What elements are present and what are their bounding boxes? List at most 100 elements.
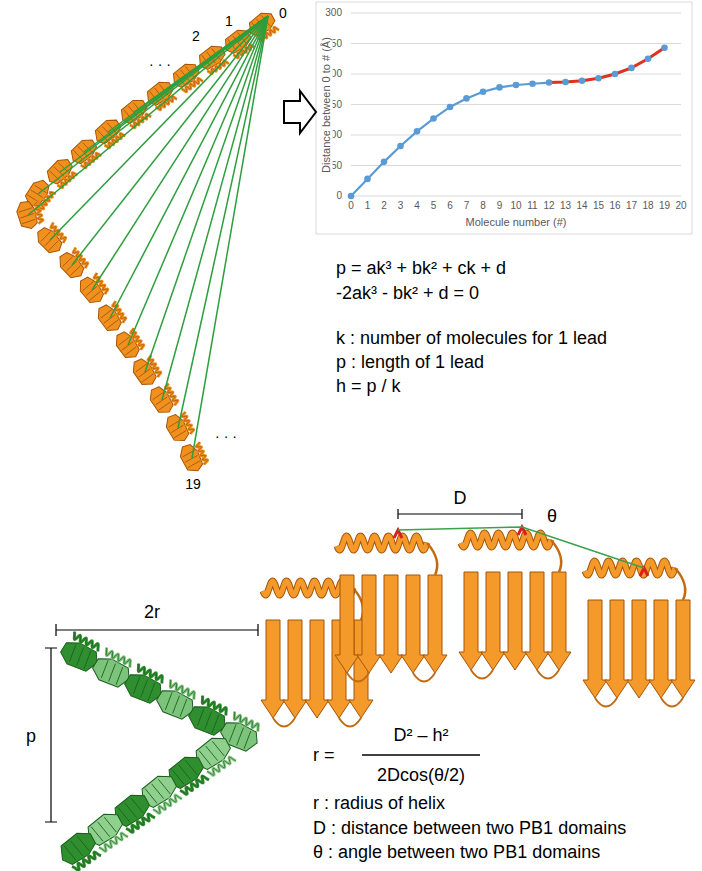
- data-point: [447, 104, 454, 111]
- definition: D : distance between two PB1 domains: [312, 818, 627, 839]
- alpha-helix: [153, 792, 182, 816]
- data-point: [595, 75, 602, 82]
- loop: [595, 698, 683, 707]
- angle-lines: [398, 527, 644, 568]
- alpha-helix: [167, 680, 197, 700]
- loop: [347, 673, 435, 682]
- beta-strand: [503, 572, 527, 670]
- beta-strand: [75, 648, 84, 666]
- beta-strand: [125, 347, 137, 355]
- tick-label: 9: [496, 200, 504, 212]
- data-point: [612, 71, 619, 78]
- tick-label: 15: [592, 200, 605, 212]
- tick-label: 14: [575, 200, 588, 212]
- ellipsis: · · ·: [214, 428, 238, 444]
- beta-strand: [206, 745, 218, 761]
- alpha-helix-edge: [195, 442, 210, 464]
- beta-strand: [335, 575, 359, 673]
- alpha-helix-edge: [33, 201, 44, 224]
- distance-line: [38, 16, 268, 194]
- beta-sheet: [43, 155, 76, 187]
- definition: r : radius of helix: [312, 793, 446, 814]
- beta-strand: [649, 600, 673, 698]
- beta-strand: [627, 600, 651, 698]
- beta-strand: [139, 680, 148, 698]
- alpha-helix: [146, 355, 163, 377]
- tick-label: 1: [364, 200, 372, 212]
- beta-strand: [44, 236, 55, 246]
- grid-line: [351, 165, 681, 166]
- callout-number: 2: [191, 28, 201, 44]
- beta-strand: [261, 620, 285, 718]
- tick-label: 7: [463, 200, 471, 212]
- alpha-helix-edge: [167, 680, 197, 700]
- tick-label: 300: [324, 7, 343, 19]
- data-point: [496, 84, 503, 91]
- beta-strand: [357, 575, 381, 673]
- callout-number: 1: [224, 13, 234, 29]
- beta-strand: [164, 692, 173, 710]
- beta-strand: [179, 699, 188, 717]
- distance-line: [178, 16, 268, 428]
- beta-strand: [211, 715, 220, 733]
- data-point: [546, 79, 553, 86]
- data-point: [463, 95, 470, 102]
- beta-strand: [40, 232, 51, 242]
- grid-line: [351, 13, 681, 14]
- definition: p : length of 1 lead: [335, 352, 485, 373]
- data-point: [381, 159, 388, 166]
- beta-strand: [243, 731, 252, 749]
- tick-label: 8: [479, 200, 487, 212]
- dimension-label: p: [25, 726, 37, 747]
- beta-strand: [185, 455, 198, 462]
- alpha-helix: [337, 536, 427, 550]
- beta-strand: [671, 600, 695, 698]
- alpha-helix-edge: [126, 811, 155, 835]
- beta-strand: [83, 651, 92, 669]
- alpha-helix: [199, 696, 229, 716]
- beta-strand: [104, 817, 116, 833]
- beta-strand: [481, 572, 505, 670]
- residue-marker: [394, 530, 402, 538]
- distance-line: [145, 16, 268, 372]
- alpha-helix: [33, 201, 44, 224]
- callout-number: 19: [184, 476, 202, 492]
- beta-strand: [64, 845, 76, 861]
- definition: k : number of molecules for 1 lead: [335, 328, 608, 349]
- beta-strand: [62, 257, 73, 267]
- distance-line: [72, 16, 268, 265]
- beta-strand: [85, 287, 97, 296]
- tick-label: 20: [674, 200, 687, 212]
- beta-strand: [68, 644, 77, 662]
- beta-strand: [98, 821, 110, 837]
- beta-strand: [115, 667, 124, 685]
- tick-label: 17: [625, 200, 638, 212]
- data-line-blue: [351, 83, 549, 196]
- tick-label: 6: [446, 200, 454, 212]
- grid-line: [351, 135, 681, 136]
- loop: [471, 670, 559, 679]
- alpha-helix-edge: [71, 632, 101, 652]
- pb1-domain: [335, 536, 447, 681]
- tick-label: 13: [559, 200, 572, 212]
- pb1-molecule: [221, 26, 258, 61]
- tick-label: 11: [526, 200, 538, 212]
- beta-strand: [132, 676, 141, 694]
- alpha-helix-edge: [38, 190, 56, 211]
- pb1-domains: [261, 533, 695, 726]
- pb1-domain: [459, 533, 571, 678]
- data-point: [430, 115, 437, 122]
- beta-strand: [401, 575, 425, 673]
- distance-bar: [398, 509, 522, 519]
- alpha-helix-edge: [180, 412, 195, 434]
- residue-marker: [640, 568, 648, 576]
- alpha-helix-edge: [72, 849, 101, 871]
- beta-strand: [147, 683, 156, 701]
- beta-strand: [107, 664, 116, 682]
- data-point: [364, 176, 371, 183]
- alpha-helix: [231, 712, 261, 732]
- pb1-molecule: [129, 353, 164, 389]
- beta-strand: [100, 660, 109, 678]
- beta-strand: [212, 741, 224, 757]
